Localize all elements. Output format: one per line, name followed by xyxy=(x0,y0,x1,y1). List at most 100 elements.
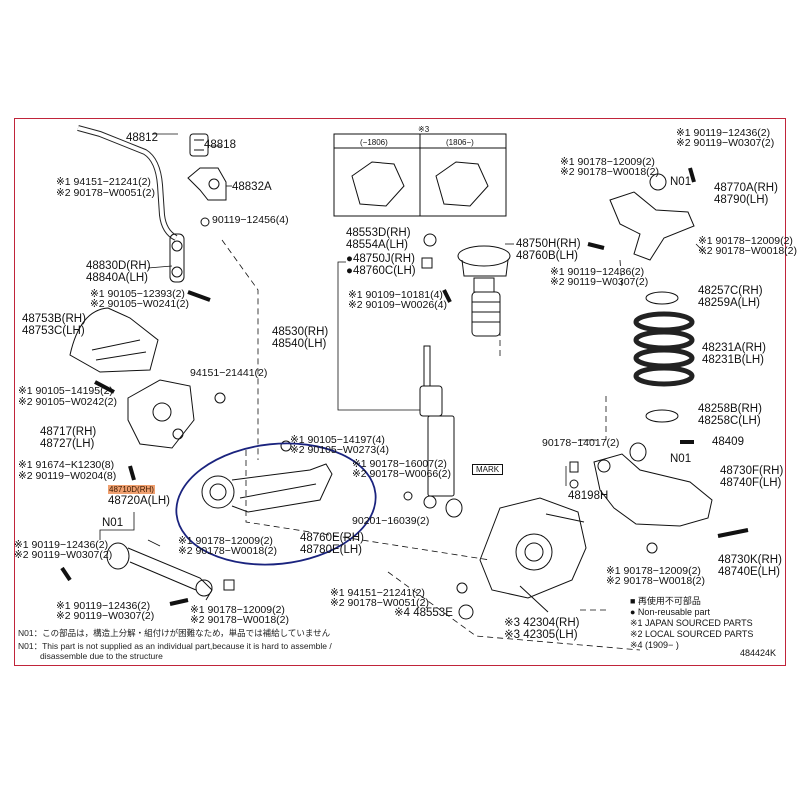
stabilizer-bushing xyxy=(189,133,209,157)
label-48553d: 48553D(RH) xyxy=(346,227,411,239)
label-48740f: 48740F(LH) xyxy=(720,477,782,489)
bolt xyxy=(456,582,468,594)
washer xyxy=(403,491,413,501)
label-90178-16007: ※1 90178−16007(2) xyxy=(352,458,447,470)
label-48257c: 48257C(RH) xyxy=(698,285,763,297)
label-48830d: 48830D(RH) xyxy=(86,260,151,272)
label-90105-14197: ※1 90105−14197(4) xyxy=(290,434,385,446)
nut xyxy=(569,461,579,473)
legend-date-range: ※4 (1909− ) xyxy=(630,640,679,650)
shock-mount xyxy=(457,245,511,293)
label-90119-w0307-a: ※2 90119−W0307(2) xyxy=(14,549,113,561)
label-48753b: 48753B(RH) xyxy=(22,313,86,325)
label-48198h: 48198H xyxy=(568,490,609,502)
label-91674-k1230: ※1 91674−K1230(8) xyxy=(18,459,115,471)
label-48832a: 48832A xyxy=(232,181,272,193)
label-90105-w0273: ※2 90105−W0273(4) xyxy=(290,444,389,456)
label-90119-12436-b: ※1 90119−12436(2) xyxy=(56,600,151,612)
label-48258b: 48258B(RH) xyxy=(698,403,762,415)
label-48231b: 48231B(LH) xyxy=(702,354,765,366)
label-42304: ※3 42304(RH) xyxy=(504,617,580,629)
label-n01-c: N01 xyxy=(670,453,692,465)
label-48780e: 48780E(LH) xyxy=(300,544,363,556)
label-star3: ※3 xyxy=(418,125,430,134)
label-94151-21241-b: ※1 94151−21241(2) xyxy=(330,587,425,599)
label-90178-12009-b: ※1 90178−12009(2) xyxy=(190,604,285,616)
label-90178-12009-c: ※1 90178−12009(2) xyxy=(560,156,655,168)
bolt xyxy=(128,465,136,481)
cap xyxy=(423,233,437,247)
bolt xyxy=(169,598,189,606)
note-n01-en: N01：This part is not supplied as an indi… xyxy=(18,641,332,651)
bolt xyxy=(587,242,605,250)
lower-spring-seat xyxy=(645,409,679,423)
diagram-code: 484424K xyxy=(739,648,776,658)
steering-knuckle xyxy=(479,497,587,613)
shock-absorber xyxy=(419,345,463,518)
legend-non-reusable-jp: ■ 再使用不可部品 xyxy=(630,596,701,606)
label-90178-12009-a: ※1 90178−12009(2) xyxy=(178,535,273,547)
bolt xyxy=(60,566,72,582)
bolt xyxy=(688,167,696,183)
label-90119-12436-c: ※1 90119−12436(2) xyxy=(676,127,771,139)
knuckle-variant-inset xyxy=(333,133,507,217)
label-90178-w0018-a: ※2 90178−W0018(2) xyxy=(178,545,277,557)
label-48760c: ●48760C(LH) xyxy=(346,265,416,277)
label-48753c: 48753C(LH) xyxy=(22,325,85,337)
label-94151-21241: ※1 94151−21241(2) xyxy=(56,176,151,188)
label-48740e: 48740E(LH) xyxy=(718,566,781,578)
note-n01-en-cont: disassemble due to the structure xyxy=(40,651,163,661)
mark-tag: MARK xyxy=(472,464,504,475)
label-42305: ※3 42305(LH) xyxy=(504,629,578,641)
legend-japan-sourced: ※1 JAPAN SOURCED PARTS xyxy=(630,618,753,628)
label-48554a: 48554A(LH) xyxy=(346,239,409,251)
label-48760b: 48760B(LH) xyxy=(516,250,579,262)
label-90105-w0242: ※2 90105−W0242(2) xyxy=(18,396,117,408)
label-48750j: ●48750J(RH) xyxy=(346,253,415,265)
label-48231a: 48231A(RH) xyxy=(702,342,766,354)
label-90178-12009-d: ※1 90178−12009(2) xyxy=(698,235,793,247)
label-90105-w0241: ※2 90105−W0241(2) xyxy=(90,298,189,310)
nut xyxy=(214,392,226,404)
label-90119-12436-d: ※1 90119−12436(2) xyxy=(550,266,645,278)
coil-spring xyxy=(633,311,695,387)
label-48812: 48812 xyxy=(126,132,158,144)
bolt xyxy=(187,290,211,302)
label-90105-14195: ※1 90105−14195(2) xyxy=(18,385,113,397)
highlight-circle xyxy=(175,442,377,566)
label-90178-12009-e: ※1 90178−12009(2) xyxy=(606,565,701,577)
nut xyxy=(646,542,658,554)
label-48760e: 48760E(RH) xyxy=(300,532,364,544)
label-48730f: 48730F(RH) xyxy=(720,465,784,477)
label-90178-w0051: ※2 90178−W0051(2) xyxy=(56,187,155,199)
label-90178-w0018-c: ※2 90178−W0018(2) xyxy=(560,166,659,178)
bolt xyxy=(280,440,292,452)
label-48730k: 48730K(RH) xyxy=(718,554,782,566)
trailing-arm xyxy=(201,463,333,513)
label-48750h: 48750H(RH) xyxy=(516,238,581,250)
stabilizer-bracket xyxy=(187,167,227,201)
label-90178-w0051-b: ※2 90178−W0051(2) xyxy=(330,597,429,609)
bolt xyxy=(423,495,437,509)
dashed-guides xyxy=(221,239,641,651)
nut xyxy=(421,257,433,269)
stabilizer-bar xyxy=(77,125,178,241)
label-90178-w0066: ※2 90178−W0066(2) xyxy=(352,468,451,480)
inset-tab-before: (−1806) xyxy=(360,138,388,147)
nut xyxy=(223,579,235,591)
note-n01-jp: N01：この部品は，構造上分解・組付けが困難なため，単品では補給していません xyxy=(18,628,331,638)
label-48717: 48717(RH) xyxy=(40,426,97,438)
upper-spring-seat xyxy=(645,291,679,305)
label-48727: 48727(LH) xyxy=(40,438,95,450)
label-48720a: 48720A(LH) xyxy=(108,495,171,507)
inset-tab-after: (1806−) xyxy=(446,138,474,147)
label-90119-12456: 90119−12456(4) xyxy=(212,214,289,226)
label-94151-21441: 94151−21441(2) xyxy=(190,367,268,379)
label-90119-w0204: ※2 90119−W0204(8) xyxy=(18,470,117,482)
upper-control-arm xyxy=(609,173,695,261)
washer xyxy=(569,479,579,489)
label-n01-b: N01 xyxy=(670,176,692,188)
label-90105-12393: ※1 90105−12393(2) xyxy=(90,288,185,300)
leader-lines xyxy=(99,133,707,547)
